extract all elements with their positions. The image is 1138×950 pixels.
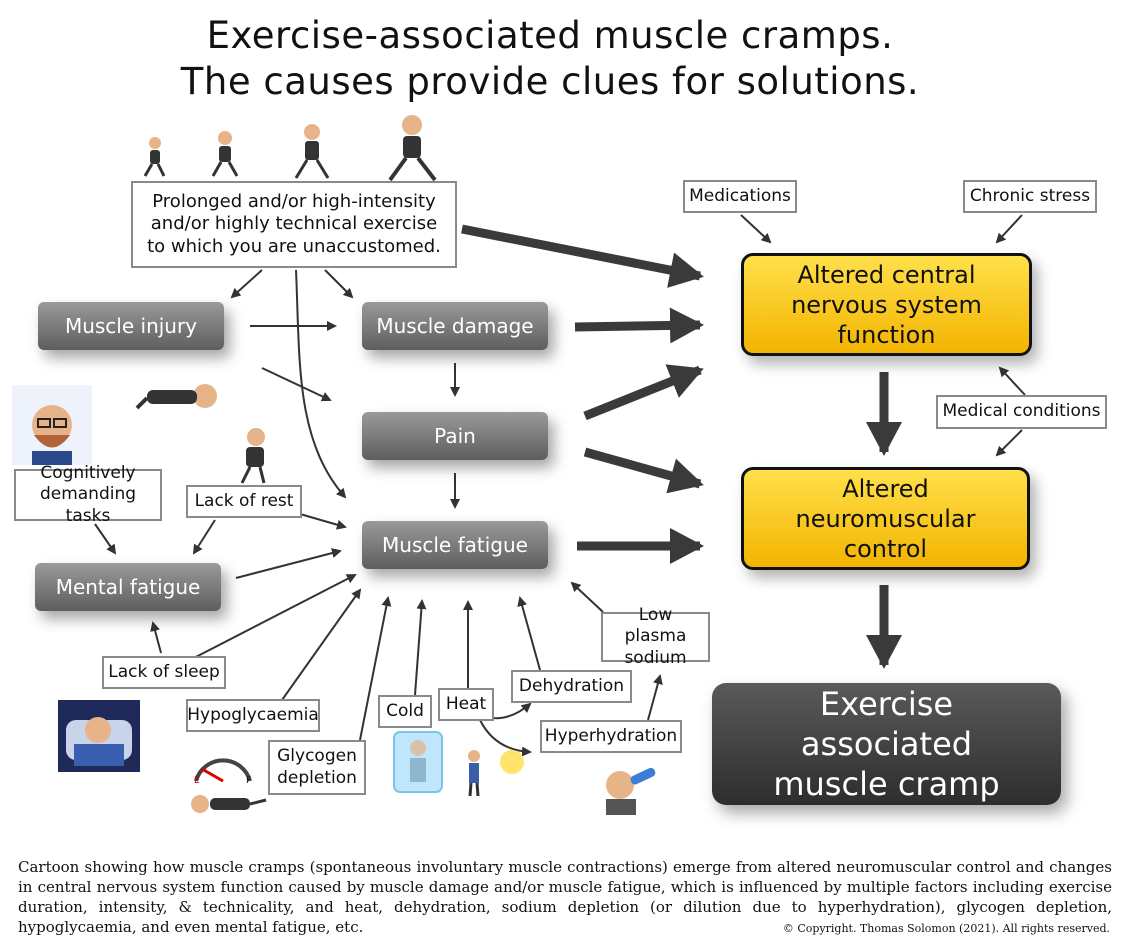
glycogen-depletion-label: Glycogen depletion (268, 740, 366, 795)
arrow-damage-cns (574, 307, 704, 344)
dehydration-label: Dehydration (511, 670, 632, 703)
lack-of-rest-label: Lack of rest (186, 485, 302, 518)
drinking-figure-icon (606, 767, 656, 815)
thinking-avatar-icon (12, 385, 92, 465)
hyperhydration-label: Hyperhydration (540, 720, 682, 753)
sleeping-avatar-icon (58, 700, 140, 772)
exercise-box: Prolonged and/or high-intensity and/or h… (131, 181, 457, 268)
runner-icon-3 (294, 124, 330, 179)
runner-icon-1 (143, 137, 166, 177)
altered-cns-box: Altered central nervous system function (741, 253, 1032, 356)
muscle-damage-box: Muscle damage (362, 302, 548, 350)
tired-figure-icon (240, 428, 266, 484)
exercise-line-2: and/or highly technical exercise (150, 213, 438, 235)
runner-icon-4 (388, 115, 437, 182)
lying-figure-icon (135, 384, 217, 410)
ice-block-icon (393, 731, 443, 793)
cognitive-tasks-label: Cognitively demanding tasks (14, 463, 162, 526)
runner-figures (143, 115, 437, 182)
title-line-1: Exercise-associated muscle cramps. (206, 14, 894, 57)
low-plasma-sodium-label: Low plasma sodium (601, 605, 710, 668)
chronic-stress-label: Chronic stress (963, 180, 1097, 213)
arrow-exercise-cns (461, 224, 704, 288)
exercise-line-1: Prolonged and/or high-intensity (152, 190, 436, 212)
altered-nm-box: Altered neuromuscular control (741, 467, 1030, 570)
pain-box: Pain (362, 412, 548, 460)
arrow-pain-nm (583, 447, 704, 494)
svg-text:F: F (246, 776, 251, 785)
hypoglycaemia-label: Hypoglycaemia (186, 699, 320, 732)
title-line-2: The causes provide clues for solutions. (180, 60, 920, 103)
fuel-gauge-icon: E F (194, 758, 252, 785)
medications-label: Medications (683, 180, 797, 213)
svg-text:E: E (194, 776, 200, 785)
exercise-line-3: to which you are unaccustomed. (147, 235, 441, 257)
cold-label: Cold (378, 695, 432, 728)
arrow-pain-cns (583, 364, 704, 421)
arrow-layer (94, 214, 1026, 757)
caption: Cartoon showing how muscle cramps (spont… (18, 858, 1112, 936)
lying-figure-icon-2 (191, 795, 267, 813)
muscle-injury-box: Muscle injury (38, 302, 224, 350)
heat-label: Heat (438, 688, 494, 721)
sun-figure-icon (468, 750, 524, 797)
lack-of-sleep-label: Lack of sleep (102, 656, 226, 689)
medical-conditions-label: Medical conditions (936, 395, 1107, 429)
copyright: © Copyright. Thomas Solomon (2021). All … (782, 922, 1110, 935)
cramp-box: Exercise associated muscle cramp (712, 683, 1061, 805)
muscle-fatigue-box: Muscle fatigue (362, 521, 548, 569)
mental-fatigue-box: Mental fatigue (35, 563, 221, 611)
runner-icon-2 (211, 131, 239, 177)
